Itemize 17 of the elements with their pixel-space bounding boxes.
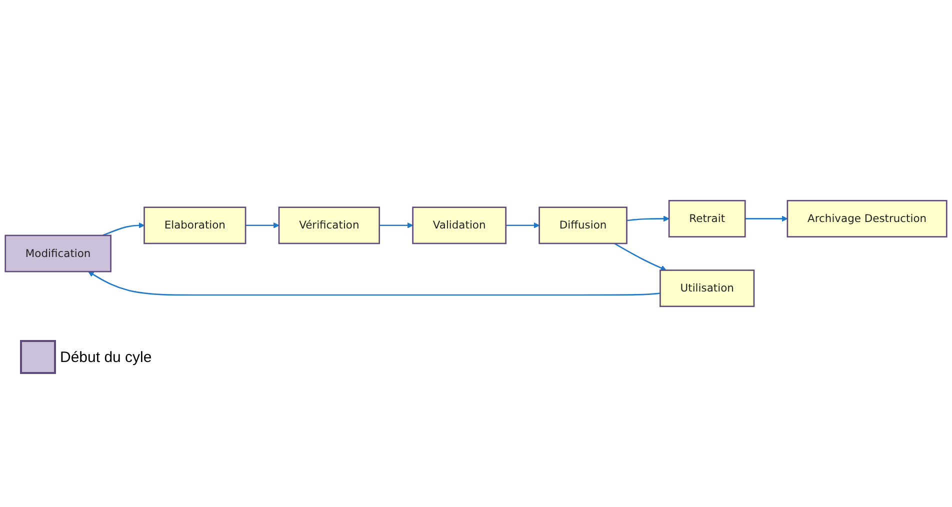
node-box: Elaboration xyxy=(144,206,246,244)
legend-label: Début du cyle xyxy=(60,348,152,366)
arrow xyxy=(626,216,670,222)
node-box: Vérification xyxy=(278,206,380,244)
arrow xyxy=(246,222,280,228)
node-box: Retrait xyxy=(668,200,746,238)
node-box: Diffusion xyxy=(538,206,628,244)
arrow xyxy=(506,222,540,228)
node-box: Utilisation xyxy=(660,270,755,308)
arrow xyxy=(745,216,788,222)
arrow xyxy=(379,222,414,228)
node-box: Archivage Destruction xyxy=(786,200,948,238)
arrow xyxy=(88,271,660,296)
node-box: Modification xyxy=(4,234,112,272)
arrow xyxy=(102,222,145,236)
arrow xyxy=(614,242,666,271)
node-box: Validation xyxy=(412,206,507,244)
